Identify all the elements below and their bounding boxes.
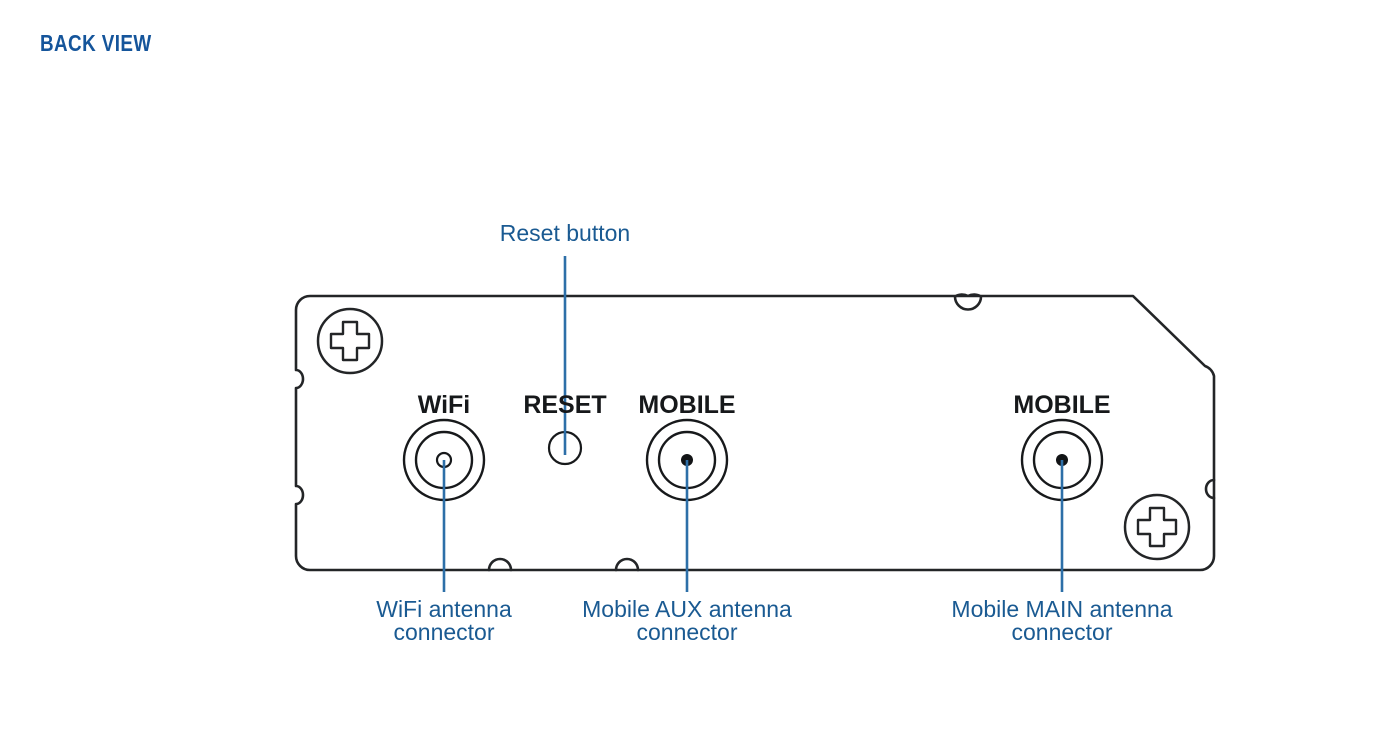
port-label-mobile-aux: MOBILE (638, 391, 735, 419)
screw-top-left (316, 307, 384, 375)
callout-mobile-aux-line2: connector (636, 619, 737, 645)
callout-mobile-aux-line1: Mobile AUX antenna (582, 596, 792, 622)
right-edge-notch (1204, 478, 1216, 500)
page-title: BACK VIEW (40, 30, 152, 56)
callout-wifi-line1: WiFi antenna (376, 596, 512, 622)
device-outline (294, 293, 1216, 572)
screw-bottom-right (1123, 493, 1191, 561)
callout-mobile-main-line1: Mobile MAIN antenna (951, 596, 1172, 622)
callout-mobile-main-line2: connector (1011, 619, 1112, 645)
bottom-notch-left (487, 557, 513, 572)
port-label-mobile-main: MOBILE (1013, 391, 1110, 419)
callout-reset-button: Reset button (500, 220, 630, 246)
bottom-notch-right (614, 557, 640, 572)
port-label-wifi: WiFi (418, 391, 471, 419)
callout-wifi-line2: connector (393, 619, 494, 645)
port-label-reset: RESET (523, 391, 606, 419)
